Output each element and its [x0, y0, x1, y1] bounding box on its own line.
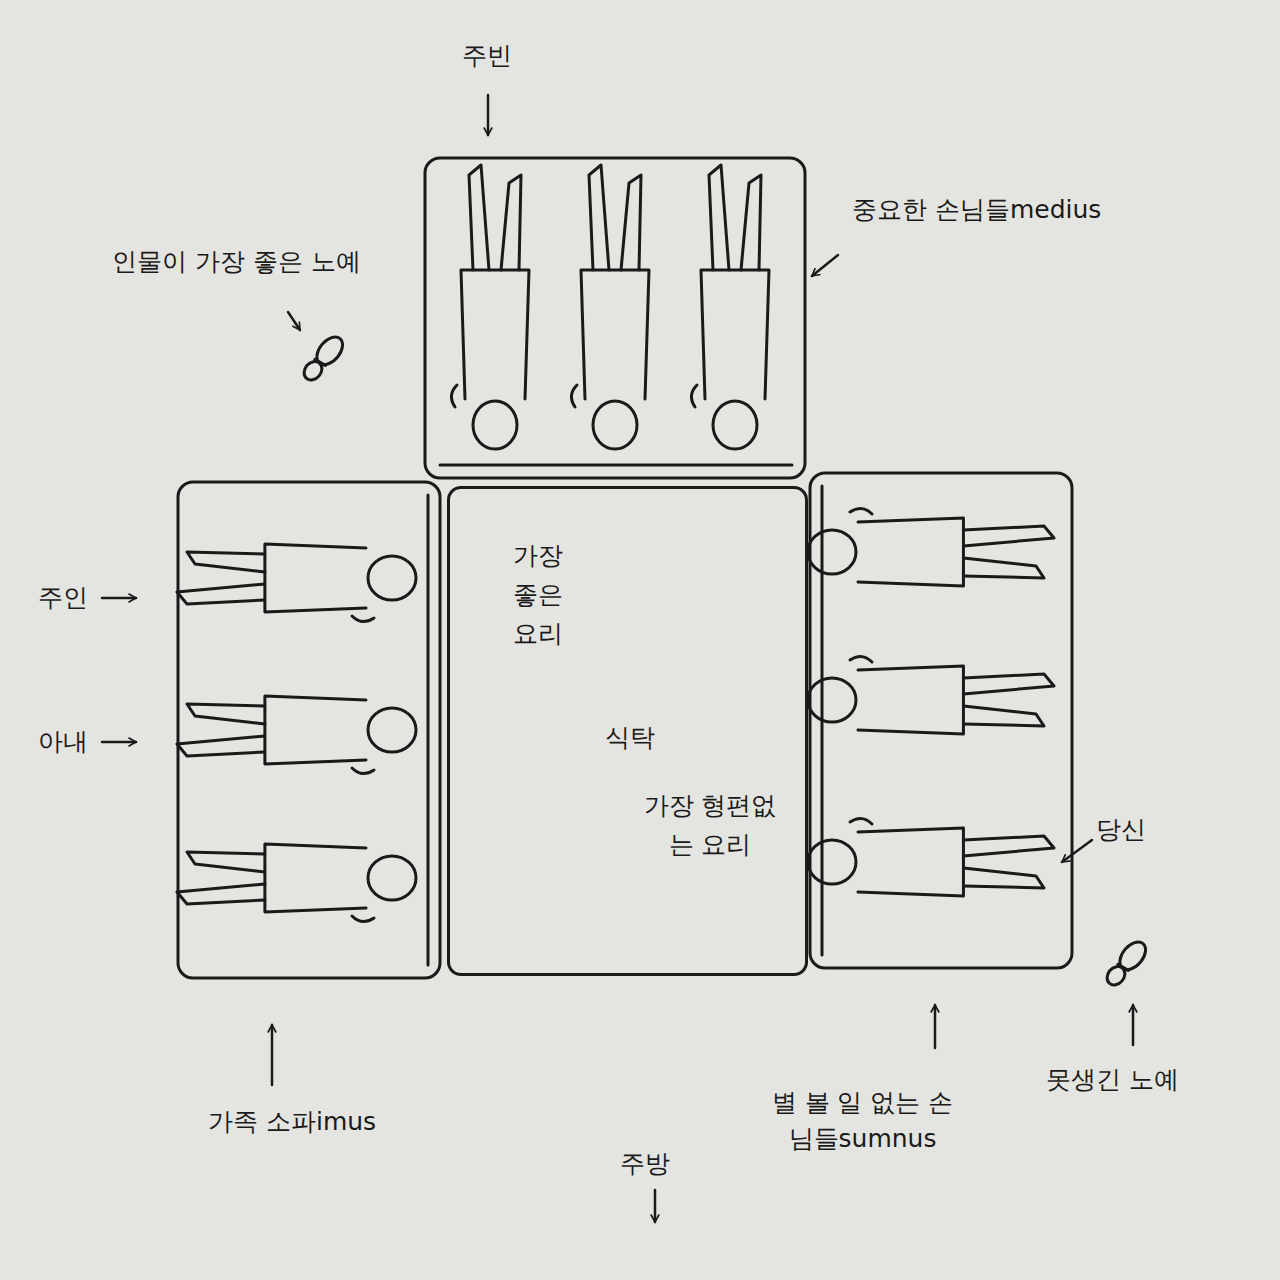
- callout-label: 가족 소파imus: [208, 1104, 376, 1140]
- reclining-diner: [808, 656, 1054, 734]
- reclining-diner: [177, 844, 416, 922]
- imus-couch: [178, 482, 440, 978]
- reclining-diner: [808, 818, 1054, 896]
- reclining-diner: [177, 544, 416, 622]
- slave-figure: [299, 332, 348, 385]
- callout-label: 아내: [38, 724, 88, 760]
- summus-couch: [810, 473, 1072, 968]
- callout-label: 주방: [620, 1146, 670, 1182]
- arrows: [102, 95, 1133, 1222]
- reclining-diner: [691, 165, 769, 449]
- callout-label: 주빈: [462, 38, 512, 74]
- reclining-diner: [808, 508, 1054, 586]
- couch-edge: [427, 495, 430, 965]
- dining-table: 가장 좋은 요리식탁가장 형편없는 요리: [447, 486, 808, 976]
- slave-figure: [1102, 937, 1151, 990]
- table-text: 가장 좋은 요리: [505, 537, 571, 653]
- reclining-diner: [571, 165, 649, 449]
- callout-label: 주인: [38, 580, 88, 616]
- table-text: 식탁: [590, 719, 670, 758]
- callout-label: 인물이 가장 좋은 노예: [112, 244, 361, 280]
- couch-edge: [440, 464, 792, 467]
- medius-couch: [425, 158, 805, 478]
- table-text: 가장 형편없는 요리: [640, 787, 780, 865]
- reclining-diner: [451, 165, 529, 449]
- callout-label: 별 볼 일 없는 손님들sumnus: [760, 1085, 965, 1158]
- callout-label: 못생긴 노예: [1046, 1062, 1179, 1098]
- reclining-diner: [177, 696, 416, 774]
- callout-label: 중요한 손님들medius: [852, 192, 1101, 228]
- callout-label: 당신: [1096, 812, 1146, 848]
